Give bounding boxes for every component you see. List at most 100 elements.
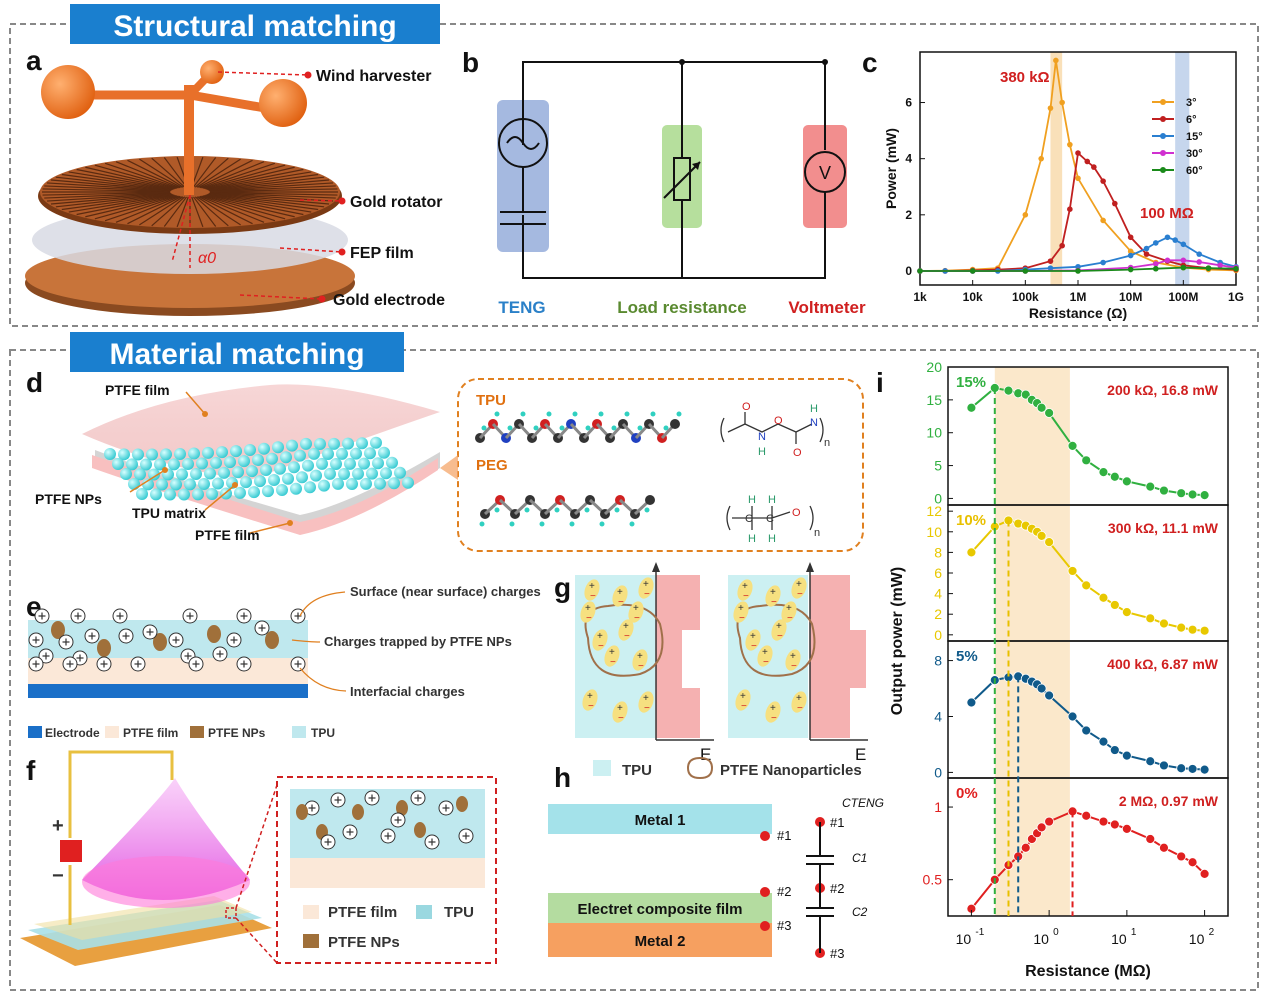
g-legend-ptfe-np: PTFE Nanoparticles bbox=[720, 762, 862, 779]
c-ytick: 6 bbox=[905, 96, 912, 110]
c-xtick: 1G bbox=[1228, 290, 1244, 304]
svg-text:−: − bbox=[644, 589, 650, 600]
i-point bbox=[1159, 842, 1169, 853]
panel-e: Surface (near surface) charges Charges t… bbox=[28, 584, 541, 740]
svg-text:H: H bbox=[758, 446, 766, 458]
peg-formula bbox=[726, 505, 814, 531]
e-legend-electrode: Electrode bbox=[45, 726, 100, 740]
c-legend-label: 60° bbox=[1186, 165, 1203, 177]
d-label-ptfe-film-bottom: PTFE film bbox=[195, 527, 260, 543]
voltmeter-block bbox=[803, 125, 847, 228]
e-legend-ptfe-film: PTFE film bbox=[123, 726, 178, 740]
svg-text:2: 2 bbox=[1209, 927, 1215, 938]
panel-d: PTFE film PTFE NPs TPU matrix PTFE film … bbox=[35, 378, 864, 552]
svg-text:−: − bbox=[618, 713, 624, 724]
tpu-formula bbox=[720, 412, 824, 444]
g-field-left bbox=[656, 575, 700, 738]
svg-text:-1: -1 bbox=[975, 927, 984, 938]
svg-text:+: + bbox=[770, 703, 776, 714]
svg-text:O: O bbox=[742, 401, 751, 413]
svg-text:−: − bbox=[787, 613, 793, 624]
c-point bbox=[1152, 265, 1159, 272]
panel-label-i: i bbox=[876, 367, 884, 398]
c-point bbox=[1164, 257, 1171, 264]
c-highlight-380k bbox=[1050, 52, 1063, 285]
load-block bbox=[662, 125, 702, 228]
svg-text:O: O bbox=[774, 415, 783, 427]
c-legend-label: 15° bbox=[1186, 131, 1203, 143]
i-point bbox=[1003, 385, 1014, 396]
wind-cup-left bbox=[41, 65, 95, 119]
svg-text:0: 0 bbox=[1053, 927, 1059, 938]
c-point bbox=[1143, 251, 1150, 257]
i-point bbox=[1081, 810, 1092, 821]
svg-text:+: + bbox=[643, 579, 649, 590]
svg-text:O: O bbox=[793, 447, 802, 459]
c-point bbox=[1047, 105, 1054, 111]
d-label-ptfe-nps: PTFE NPs bbox=[35, 491, 102, 507]
svg-text:−: − bbox=[586, 613, 592, 624]
c-point bbox=[1112, 200, 1118, 207]
c-point bbox=[1180, 257, 1187, 264]
i-series-name: 10% bbox=[956, 512, 986, 529]
svg-text:−: − bbox=[739, 613, 745, 624]
c-point bbox=[1047, 258, 1054, 264]
h-c2: C2 bbox=[852, 905, 868, 919]
svg-text:+: + bbox=[738, 603, 744, 614]
svg-text:−: − bbox=[610, 657, 616, 668]
i-point bbox=[1121, 823, 1132, 834]
c-point bbox=[1152, 240, 1159, 246]
i-xtick: 10 bbox=[1033, 931, 1049, 947]
label-wind-harvester: Wind harvester bbox=[316, 68, 431, 85]
svg-text:−: − bbox=[624, 631, 630, 642]
d-label-ptfe-film-top: PTFE film bbox=[105, 382, 170, 398]
i-point bbox=[1159, 760, 1169, 771]
c-ytick: 4 bbox=[905, 152, 912, 166]
c-point bbox=[1075, 150, 1081, 156]
rotor-shaft bbox=[184, 85, 194, 195]
svg-text:C: C bbox=[745, 513, 753, 525]
wind-cup-right bbox=[259, 79, 307, 127]
panel-label-f: f bbox=[26, 755, 36, 786]
f-minus: − bbox=[52, 865, 64, 887]
i-point bbox=[1020, 389, 1031, 400]
i-point bbox=[1109, 600, 1120, 610]
f-legend-tpu: TPU bbox=[444, 904, 474, 921]
svg-text:+: + bbox=[585, 603, 591, 614]
svg-text:+: + bbox=[750, 631, 756, 642]
c-point bbox=[1084, 158, 1091, 165]
svg-text:H: H bbox=[748, 494, 756, 506]
i-annotation: 300 kΩ, 11.1 mW bbox=[1108, 520, 1219, 536]
svg-text:−: − bbox=[751, 641, 757, 652]
svg-text:−: − bbox=[777, 631, 783, 642]
i-point bbox=[966, 697, 977, 708]
h-metal2 bbox=[548, 923, 772, 957]
label-load: Load resistance bbox=[617, 298, 746, 317]
svg-text:+: + bbox=[637, 651, 643, 662]
i-series-name: 0% bbox=[956, 785, 978, 802]
c-point bbox=[1053, 57, 1059, 64]
e-legend-tpu: TPU bbox=[311, 726, 335, 740]
e-charges bbox=[28, 608, 306, 672]
svg-text:Electret composite film: Electret composite film bbox=[577, 901, 742, 918]
svg-text:−: − bbox=[634, 613, 640, 624]
c-xtick: 10M bbox=[1119, 290, 1142, 304]
svg-text:#2: #2 bbox=[830, 881, 844, 896]
c-ytick: 2 bbox=[905, 208, 912, 222]
c-point bbox=[1075, 268, 1081, 274]
i-point bbox=[1176, 851, 1187, 862]
f-legend-ptfe-nps: PTFE NPs bbox=[328, 934, 400, 951]
i-point bbox=[1145, 481, 1156, 492]
i-point bbox=[1199, 868, 1210, 879]
structural-title-bar bbox=[70, 4, 440, 44]
i-point bbox=[1044, 537, 1055, 547]
svg-text:O: O bbox=[792, 507, 801, 519]
i-annotation: 2 MΩ, 0.97 mW bbox=[1119, 793, 1219, 809]
i-ylabel: Output power (mW) bbox=[889, 567, 906, 715]
power-source bbox=[60, 840, 82, 862]
d-label-tpu-matrix: TPU matrix bbox=[132, 505, 206, 521]
i-point bbox=[1121, 750, 1132, 761]
svg-text:H: H bbox=[810, 403, 818, 415]
c-point bbox=[1143, 245, 1150, 252]
